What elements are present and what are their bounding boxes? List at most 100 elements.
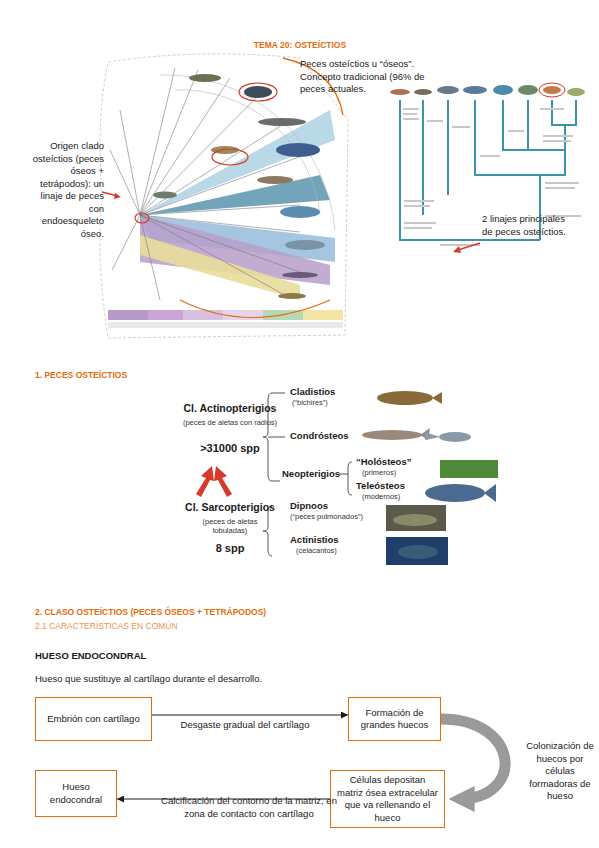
fish-silhouettes xyxy=(189,74,221,82)
cladogram-figure xyxy=(403,108,419,110)
cladogram-figure xyxy=(527,100,529,150)
section-heading: 1. PECES OSTEÍCTIOS xyxy=(35,370,127,380)
note-text: Origen clado osteíctios (peces óseos + t… xyxy=(28,140,104,240)
cladogram-figure xyxy=(539,83,565,97)
cladogram-figure xyxy=(447,100,449,195)
cladogram-figure xyxy=(540,108,564,110)
cladogram-figure xyxy=(493,85,513,95)
subsection-heading: 2.1 CARACTERÍSTICAS EN COMÚN xyxy=(35,621,178,631)
fish-pictures xyxy=(393,514,437,526)
cladogram-figure xyxy=(385,78,590,250)
cladogram-figure xyxy=(403,108,581,246)
group-name: Actinistios xyxy=(290,534,339,545)
cladogram-figure xyxy=(404,200,434,202)
time-strip xyxy=(108,310,148,320)
cladogram-figure xyxy=(480,155,500,157)
radiating-lines xyxy=(140,150,318,215)
cladogram-figure xyxy=(452,126,470,128)
cladogram-figure xyxy=(400,100,576,240)
highlight-circles xyxy=(135,83,277,223)
radiating-lines xyxy=(140,92,262,215)
classification-brackets xyxy=(348,462,352,495)
species-count: >31000 spp xyxy=(160,442,300,454)
box-content: Hueso endocondral xyxy=(42,781,110,806)
note-text: 2 linajes principales de peces osteíctio… xyxy=(482,213,570,238)
connector-label: Colonización de huecos por células forma… xyxy=(521,740,599,803)
class-arrows xyxy=(214,466,232,497)
cladogram-figure xyxy=(508,130,524,132)
page-title: TEMA 20: OSTEÍCTIOS xyxy=(150,40,450,50)
lineage-pointer xyxy=(453,246,461,253)
group-name: Dipnoos xyxy=(290,500,328,511)
cladogram-figure xyxy=(543,140,571,142)
orange-arc-arrow xyxy=(180,58,343,318)
fish-pictures xyxy=(440,460,498,478)
class-name: Cl. Sarcopterigios xyxy=(160,501,300,513)
classification-brackets xyxy=(263,393,352,556)
classification-brackets xyxy=(268,437,285,438)
cladogram-figure xyxy=(564,125,566,150)
cladogram-figure xyxy=(463,86,487,94)
cladogram-figure xyxy=(503,100,565,175)
radiating-lines xyxy=(140,70,198,215)
group-name: Cladistios xyxy=(290,386,335,397)
fish-silhouettes xyxy=(153,74,325,299)
box-text: Células depositan matriz ósea extracelul… xyxy=(337,774,438,824)
class-description: (peces de aletas con radios) xyxy=(182,418,278,427)
process-box: Embrión con cartílago xyxy=(35,697,152,741)
fish-silhouettes xyxy=(282,272,318,278)
highlight-circles xyxy=(135,213,149,223)
fish-silhouettes xyxy=(257,176,293,184)
connector-label: Calcificación del contorno de la matriz,… xyxy=(160,795,338,820)
radiating-lines xyxy=(112,215,140,270)
radiating-lines xyxy=(140,215,290,298)
radiating-lines xyxy=(110,68,335,300)
body-text: Hueso que sustituye al cartílago durante… xyxy=(35,673,455,686)
cladogram-figure xyxy=(414,89,432,95)
group-name: Condrósteos xyxy=(290,430,349,441)
group-name: Neopterigios xyxy=(282,468,340,479)
cladogram-figure xyxy=(403,113,417,115)
connector-arrow xyxy=(441,719,505,799)
orange-arc-arrow xyxy=(180,300,330,318)
fish-silhouettes xyxy=(244,86,272,98)
species-count: 8 spp xyxy=(160,542,300,554)
box-text: Hueso endocondral xyxy=(42,781,110,806)
group-note: (“bichires”) xyxy=(292,398,328,407)
radiating-lines xyxy=(140,205,300,215)
origin-pointer xyxy=(114,193,121,199)
time-strip xyxy=(183,310,223,320)
fish-pictures xyxy=(484,484,496,502)
fish-pictures xyxy=(398,545,438,559)
highlight-circles xyxy=(239,83,277,101)
box-content: Células depositan matriz ósea extracelul… xyxy=(337,774,438,824)
cladogram-figure xyxy=(545,187,575,189)
connector-label: Desgaste gradual del cartílago xyxy=(160,719,330,732)
class-name: Cl. Actinopterigios xyxy=(160,402,300,414)
box-content: Formación de grandes huecos xyxy=(355,707,434,732)
process-box: Células depositan matriz ósea extracelul… xyxy=(330,770,445,828)
fish-silhouettes xyxy=(153,192,177,199)
cladogram-figure xyxy=(543,86,561,94)
class-arrows xyxy=(196,466,214,497)
cladogram-figure xyxy=(422,100,424,215)
lineage-pointer xyxy=(458,243,480,250)
fish-pictures xyxy=(362,391,498,565)
process-box: Formación de grandes huecos xyxy=(348,697,441,741)
cladogram-figure xyxy=(403,118,419,120)
group-name: Teleósteos xyxy=(356,480,405,491)
group-note: (“peces pulmonados”) xyxy=(290,512,363,521)
fish-pictures xyxy=(425,484,485,502)
radiating-lines xyxy=(140,78,230,215)
cladogram-figure xyxy=(404,227,432,229)
radiating-lines xyxy=(110,150,140,215)
cladogram-figure xyxy=(404,222,436,224)
highlight-circles xyxy=(212,149,248,165)
fish-pictures xyxy=(432,392,442,404)
radiating-lines xyxy=(120,110,140,215)
cladogram-figure xyxy=(390,89,410,95)
cladogram-figure xyxy=(404,205,430,207)
classification-brackets xyxy=(272,481,280,482)
cladogram-figure xyxy=(552,100,576,125)
